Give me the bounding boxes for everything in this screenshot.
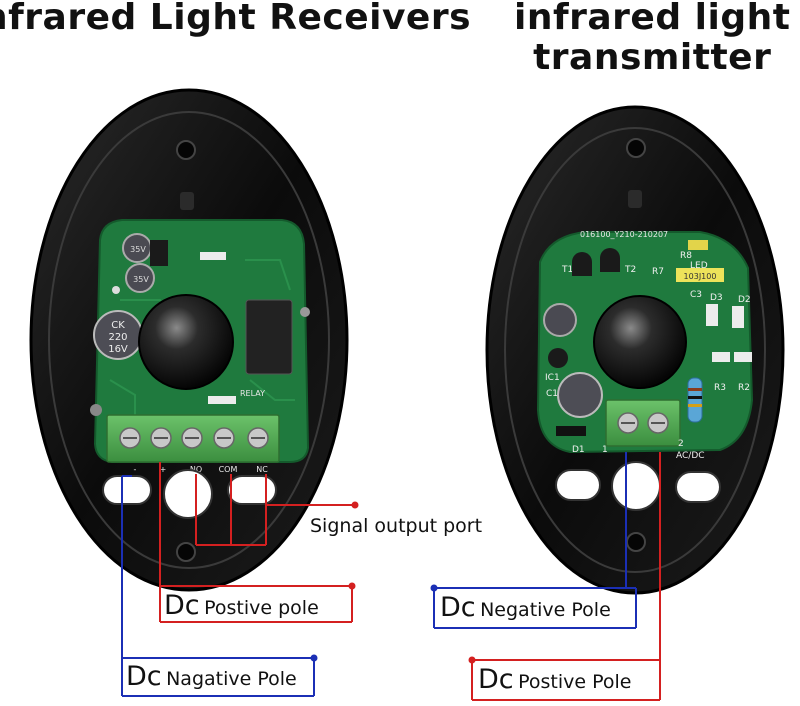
transmitter-sticker-label: 103J100 bbox=[684, 272, 717, 281]
receiver-resistor-1 bbox=[200, 252, 226, 260]
signal-output-leader-dot bbox=[351, 501, 359, 509]
receiver-positive-dot bbox=[348, 582, 356, 590]
receiver-ic bbox=[150, 240, 168, 266]
transmitter-title-line-1: infrared light bbox=[514, 0, 791, 38]
svg-text:2: 2 bbox=[678, 439, 684, 449]
transmitter-terminal-screws bbox=[617, 412, 669, 434]
receiver-negative-dot bbox=[310, 654, 318, 662]
svg-text:16V: 16V bbox=[108, 344, 128, 355]
receiver-title: nfrared Light Receivers bbox=[0, 0, 472, 38]
svg-text:IC1: IC1 bbox=[545, 373, 560, 383]
transmitter-sticker bbox=[676, 268, 724, 282]
receiver-negative-leader bbox=[121, 475, 315, 697]
svg-text:R7: R7 bbox=[652, 267, 664, 277]
receiver-cable-slot-left bbox=[102, 475, 152, 505]
svg-text:35V: 35V bbox=[133, 275, 149, 284]
transmitter-negative-leader bbox=[433, 452, 637, 629]
receiver-resistor-2 bbox=[208, 396, 236, 404]
svg-text:R3: R3 bbox=[714, 383, 726, 393]
transmitter-component-labels: R8 LED T1 T2 R7 C3 D3 D2 IC1 C1 R3 R2 D1 bbox=[545, 251, 751, 455]
receiver-positive-label: Dc Postive pole bbox=[164, 590, 319, 621]
svg-text:C1: C1 bbox=[546, 389, 558, 399]
receiver-led-window bbox=[180, 192, 194, 210]
receiver-negative-dc: Dc bbox=[126, 661, 162, 692]
svg-text:LED: LED bbox=[690, 261, 708, 271]
transmitter-negative-label: Dc Negative Pole bbox=[440, 592, 611, 623]
svg-text:-: - bbox=[134, 465, 137, 474]
transmitter-cable-hole-center bbox=[611, 461, 661, 511]
receiver-unit: 35V 35V CK 220 16V RELAY bbox=[29, 88, 349, 592]
receiver-capacitor-small-1: 35V bbox=[122, 233, 152, 263]
transmitter-top-screw-hole bbox=[626, 138, 646, 158]
receiver-capacitor-small-2: 35V bbox=[125, 263, 155, 293]
receiver-housing-rim bbox=[48, 111, 330, 569]
receiver-positive-leader bbox=[159, 462, 353, 623]
transmitter-lens-dome bbox=[593, 295, 687, 389]
transmitter-led-window bbox=[628, 190, 642, 208]
receiver-pcb-mount-hole-1 bbox=[112, 286, 120, 294]
transmitter-capacitors bbox=[543, 303, 603, 418]
svg-text:220: 220 bbox=[108, 332, 127, 343]
svg-text:D1: D1 bbox=[572, 445, 585, 455]
receiver-capacitor-large: CK 220 16V bbox=[93, 310, 143, 360]
receiver-terminal-labels: - + NO COM NC bbox=[134, 465, 269, 474]
receiver-pcb-mount-hole-3 bbox=[300, 307, 310, 317]
transmitter-bottom-screw-hole bbox=[626, 532, 646, 552]
receiver-relay-label: RELAY bbox=[240, 389, 265, 398]
receiver-negative-label: Dc Nagative Pole bbox=[126, 661, 297, 692]
svg-text:AC/DC: AC/DC bbox=[676, 451, 705, 461]
transmitter-positive-leader bbox=[471, 452, 661, 701]
svg-text:CK: CK bbox=[111, 320, 125, 331]
transmitter-blue-resistor-bands bbox=[688, 388, 702, 407]
signal-output-leader bbox=[195, 474, 355, 546]
receiver-cable-slot-right bbox=[227, 475, 277, 505]
transmitter-negative-text: Negative Pole bbox=[480, 599, 611, 621]
svg-text:T2: T2 bbox=[624, 265, 636, 275]
receiver-pcb-mount-hole-2 bbox=[90, 404, 102, 416]
svg-text:NO: NO bbox=[190, 465, 202, 474]
transmitter-cable-slot-left bbox=[555, 469, 601, 501]
svg-text:1: 1 bbox=[602, 445, 608, 455]
transmitter-diode bbox=[556, 426, 586, 436]
transmitter-led bbox=[688, 240, 708, 250]
svg-text:D3: D3 bbox=[710, 293, 723, 303]
transmitter-blue-resistor bbox=[687, 377, 703, 423]
receiver-positive-dc: Dc bbox=[164, 590, 200, 621]
svg-text:+: + bbox=[160, 465, 167, 474]
svg-text:R8: R8 bbox=[680, 251, 692, 261]
svg-text:D2: D2 bbox=[738, 295, 751, 305]
receiver-lens-dome bbox=[138, 294, 234, 390]
transmitter-title-line-2: transmitter bbox=[533, 37, 772, 79]
transmitter-cable-slot-right bbox=[675, 471, 721, 503]
transmitter-housing-rim bbox=[504, 127, 766, 573]
receiver-cable-hole-center bbox=[163, 469, 213, 519]
transmitter-positive-dot bbox=[468, 656, 476, 664]
receiver-positive-text: Postive pole bbox=[204, 597, 319, 619]
receiver-top-screw-hole bbox=[176, 140, 196, 160]
transmitter-unit: 016100_Y210-210207 R8 LED T1 T2 R7 C3 D3… bbox=[485, 105, 785, 595]
transmitter-positive-text: Postive Pole bbox=[518, 671, 632, 693]
transmitter-resistors bbox=[706, 304, 752, 362]
svg-text:R2: R2 bbox=[738, 383, 750, 393]
transmitter-negative-dot bbox=[430, 584, 438, 592]
svg-text:C3: C3 bbox=[690, 290, 702, 300]
signal-output-label: Signal output port bbox=[310, 515, 483, 537]
transmitter-pcb-code: 016100_Y210-210207 bbox=[580, 230, 668, 239]
transmitter-positive-dc: Dc bbox=[478, 664, 514, 695]
receiver-bottom-screw-hole bbox=[176, 542, 196, 562]
transmitter-terminal-labels: 1 2 AC/DC bbox=[602, 439, 705, 461]
svg-text:NC: NC bbox=[256, 465, 268, 474]
transmitter-positive-label: Dc Postive Pole bbox=[478, 664, 631, 695]
svg-text:T1: T1 bbox=[561, 265, 573, 275]
transmitter-negative-dc: Dc bbox=[440, 592, 476, 623]
svg-text:35V: 35V bbox=[130, 245, 146, 254]
receiver-terminal-screws bbox=[119, 427, 269, 449]
transmitter-terminal-block bbox=[605, 399, 681, 447]
receiver-relay bbox=[245, 299, 293, 375]
svg-text:COM: COM bbox=[219, 465, 238, 474]
transmitter-title: infrared light transmitter bbox=[514, 0, 790, 79]
receiver-negative-text: Nagative Pole bbox=[166, 668, 297, 690]
transmitter-transistors bbox=[572, 248, 620, 276]
